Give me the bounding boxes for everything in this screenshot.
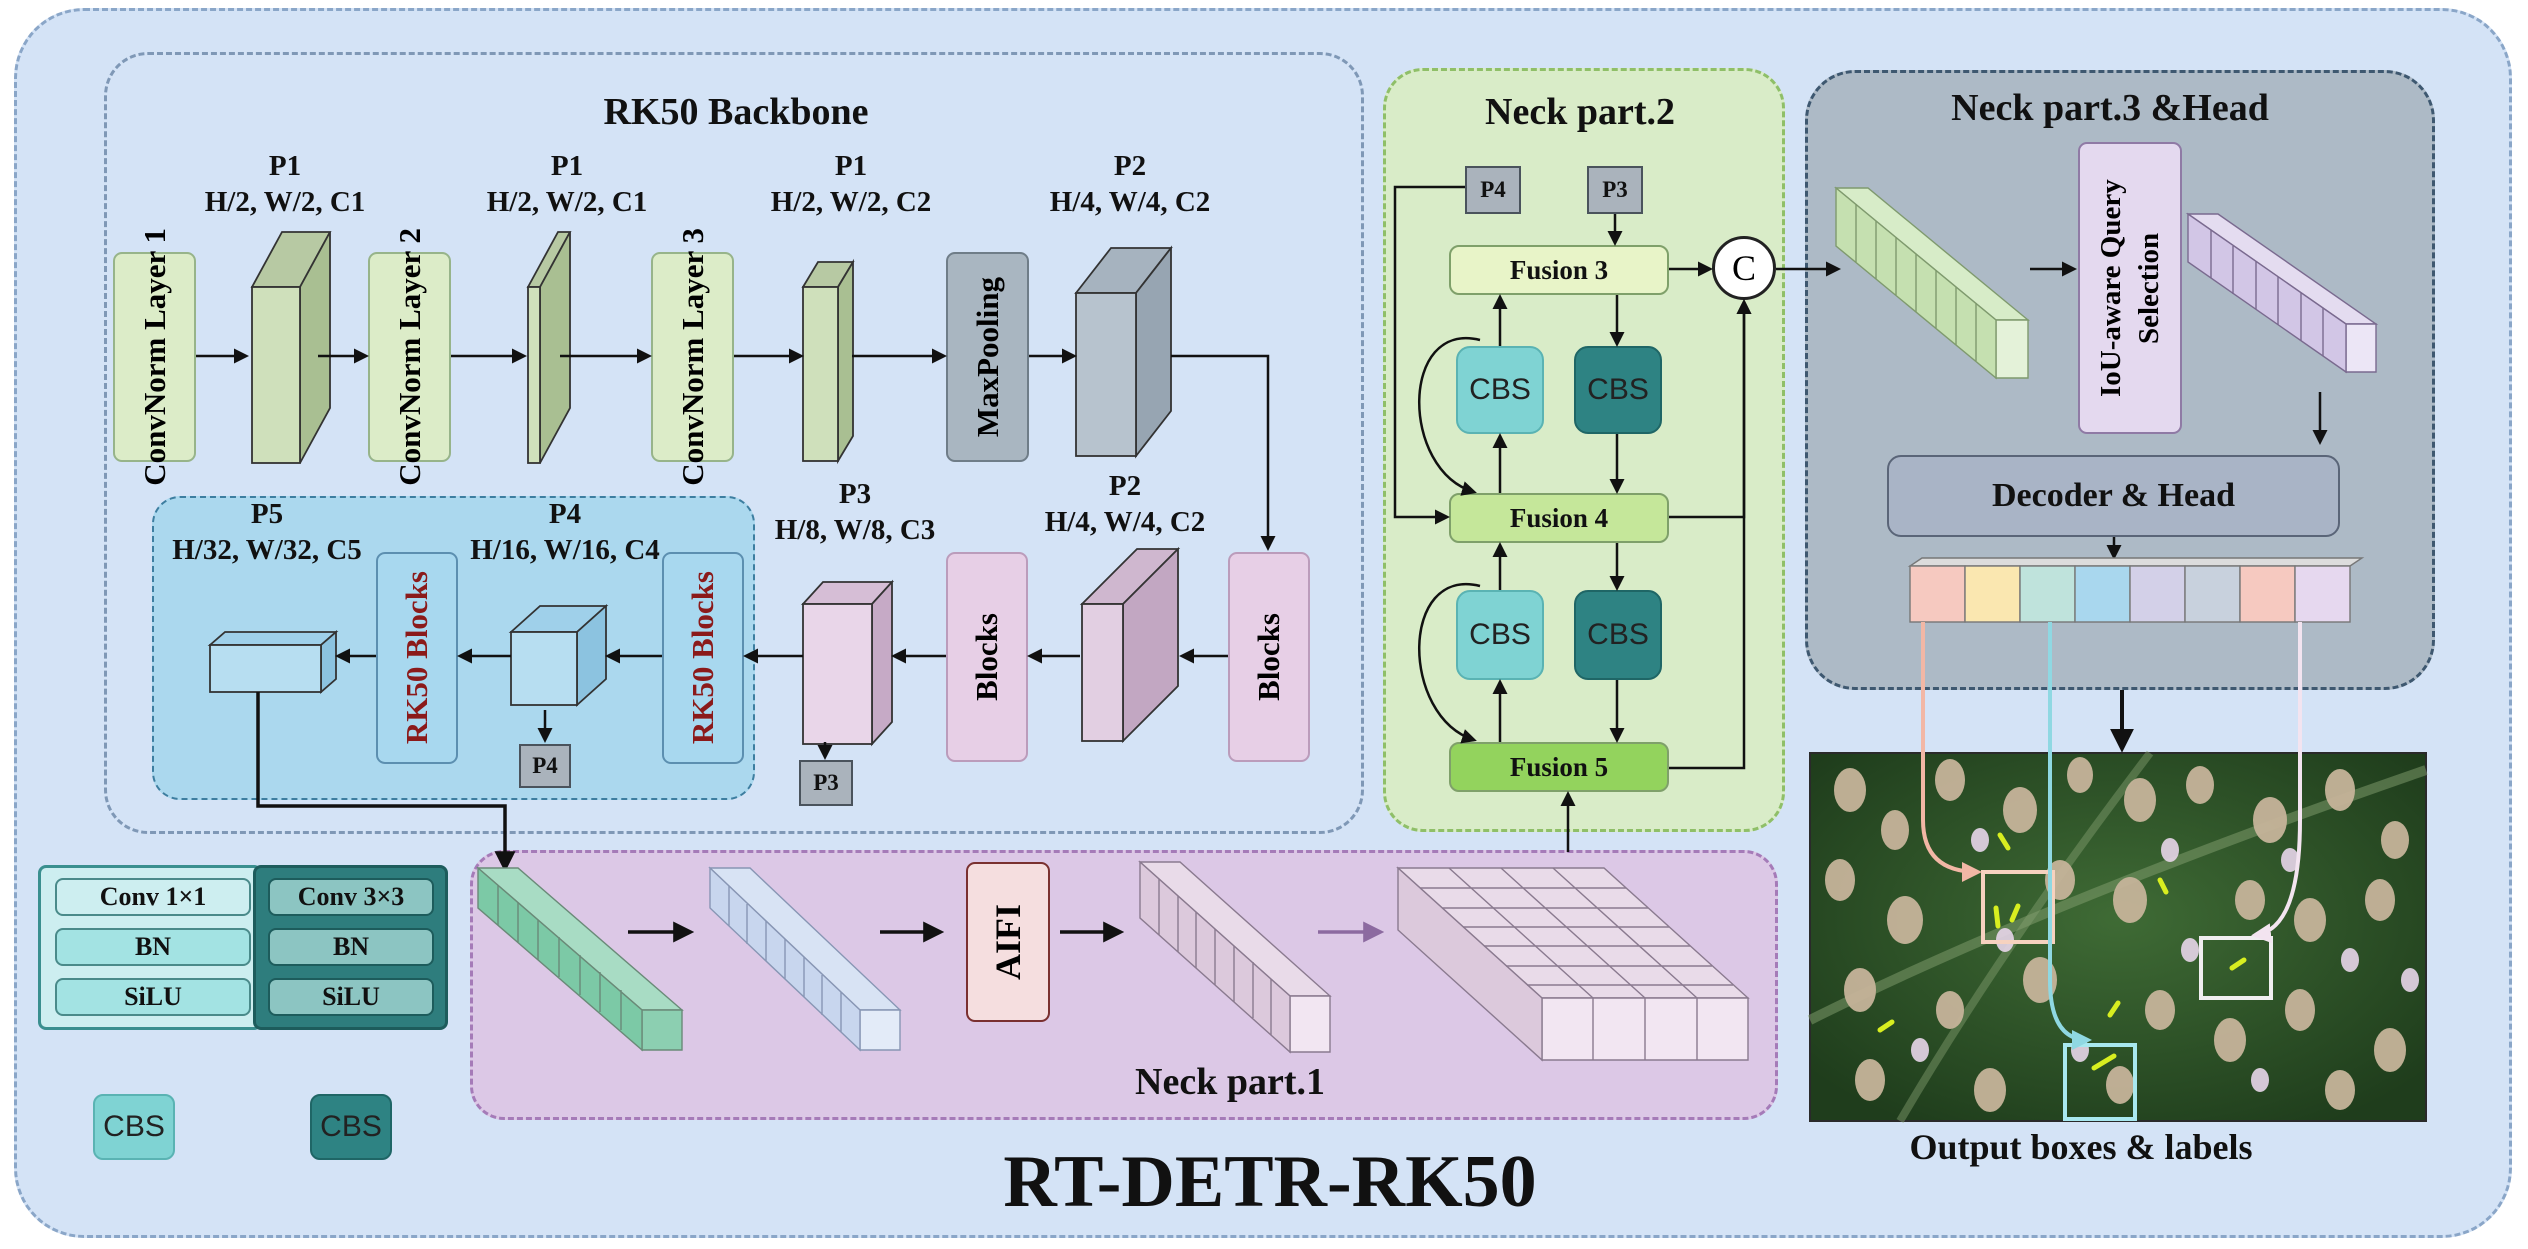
fusion-4: Fusion 4 — [1449, 493, 1669, 543]
concat-node: C — [1712, 236, 1776, 300]
convnorm-layer-2: ConvNorm Layer 2 — [368, 228, 451, 486]
maxpooling-layer: MaxPooling — [946, 252, 1029, 462]
tag-p3-neck: P3 — [1587, 166, 1643, 214]
neck2-title: Neck part.2 — [1485, 91, 1675, 133]
fusion-5: Fusion 5 — [1449, 742, 1669, 792]
legend-cbs-light: Conv 1×1 BN SiLU — [38, 865, 262, 1030]
legend-cbs-dark-swatch: CBS — [310, 1094, 392, 1160]
legend-light-row-2: BN — [55, 928, 251, 966]
cbs-dark-2: CBS — [1574, 590, 1662, 680]
backbone-region — [104, 52, 1364, 834]
output-caption: Output boxes & labels — [1909, 1127, 2253, 1167]
neck2-region — [1383, 68, 1785, 832]
rk50-blocks-1: RK50 Blocks — [662, 552, 744, 764]
tag-p3-backbone: P3 — [799, 760, 853, 806]
legend-dark-row-2: BN — [268, 928, 434, 966]
convnorm-layer-1: ConvNorm Layer 1 — [113, 228, 196, 486]
aifi-block: AIFI — [966, 862, 1050, 1022]
iou-query-selection: IoU-aware Query Selection — [2078, 142, 2182, 434]
neck3-title: Neck part.3 &Head — [1951, 87, 2269, 129]
backbone-title: RK50 Backbone — [603, 91, 869, 133]
legend-cbs-dark: Conv 3×3 BN SiLU — [253, 865, 448, 1030]
rk50-blocks-2: RK50 Blocks — [376, 552, 458, 764]
tag-p4-neck: P4 — [1465, 166, 1521, 214]
legend-cbs-light-swatch: CBS — [93, 1094, 175, 1160]
diagram-title: RT-DETR-RK50 — [1003, 1141, 1537, 1223]
neck1-title: Neck part.1 — [1135, 1061, 1325, 1103]
blocks-right: Blocks — [1228, 552, 1310, 762]
decoder-head: Decoder & Head — [1887, 455, 2340, 537]
cbs-dark-1: CBS — [1574, 346, 1662, 434]
legend-light-row-1: Conv 1×1 — [55, 878, 251, 916]
legend-light-row-3: SiLU — [55, 978, 251, 1016]
legend-dark-row-1: Conv 3×3 — [268, 878, 434, 916]
fusion-3: Fusion 3 — [1449, 245, 1669, 295]
blocks-left: Blocks — [946, 552, 1028, 762]
tag-p4-backbone: P4 — [519, 744, 571, 788]
legend-dark-row-3: SiLU — [268, 978, 434, 1016]
cbs-light-1: CBS — [1456, 346, 1544, 434]
cbs-light-2: CBS — [1456, 590, 1544, 680]
convnorm-layer-3: ConvNorm Layer 3 — [651, 228, 734, 486]
